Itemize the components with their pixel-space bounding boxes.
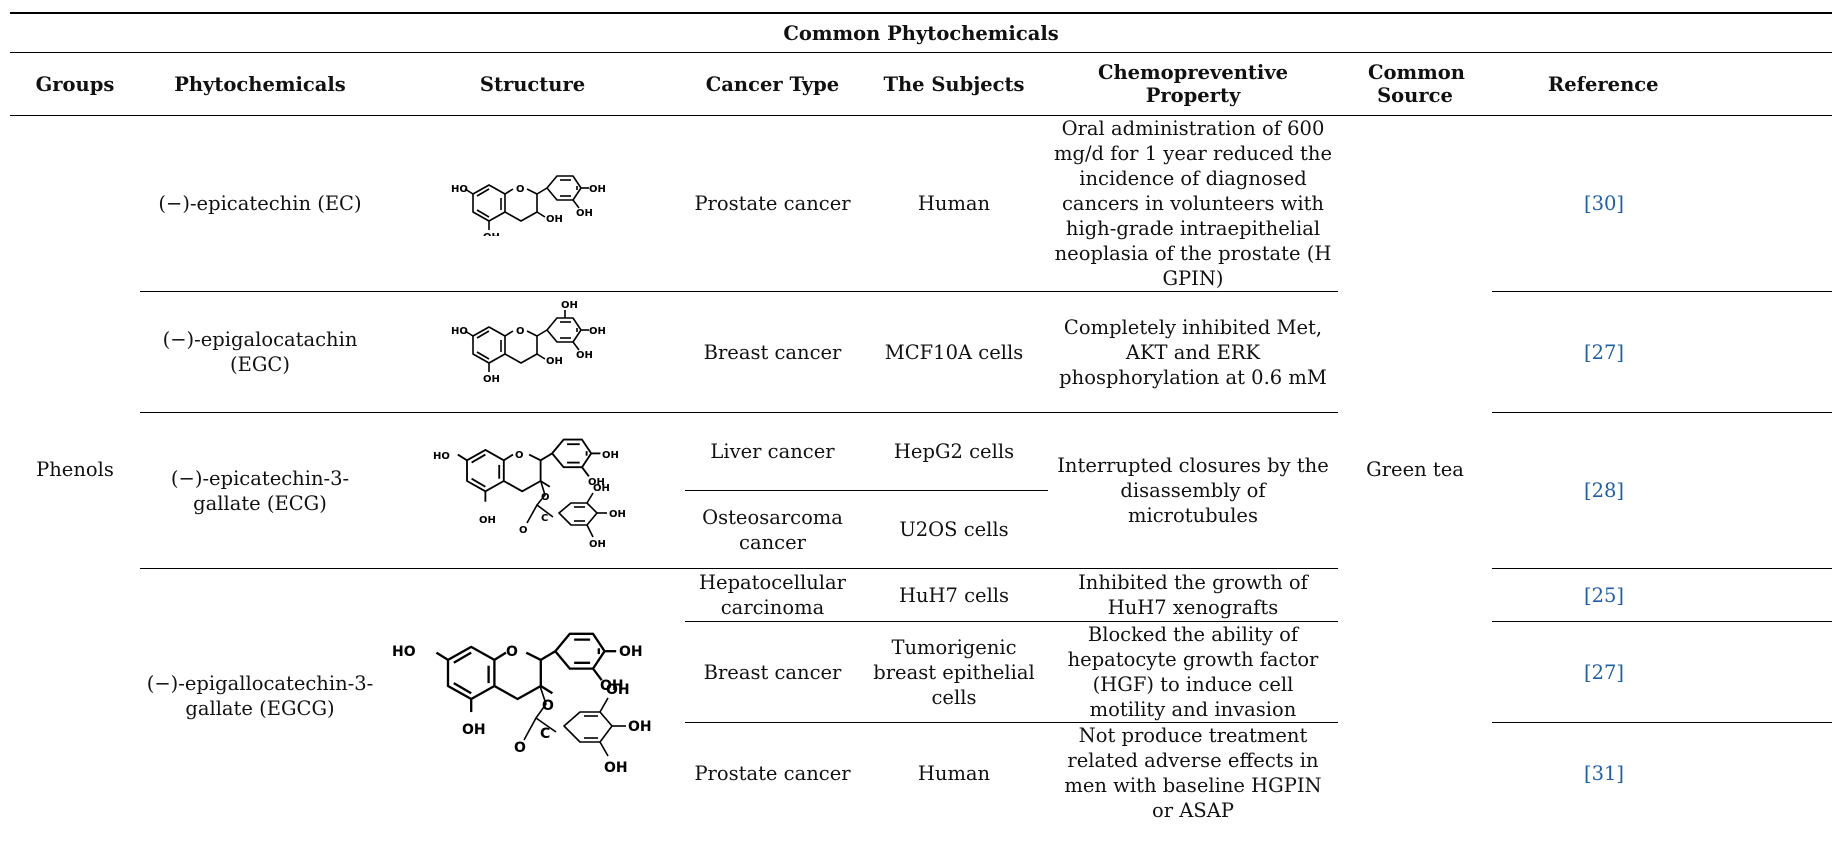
structure-egcg: HO OH OH OH O O O C <box>380 568 685 823</box>
svg-text:OH: OH <box>589 184 606 195</box>
subjects: Tumorigenic breast epithelial cells <box>860 621 1048 723</box>
header-source: Common Source <box>1338 52 1492 116</box>
reference-link[interactable]: [30] <box>1584 192 1625 215</box>
epicatechin-structure-icon: HO OH OH OH O OH <box>451 174 606 236</box>
cancer-type: Prostate cancer <box>694 192 851 215</box>
svg-text:OH: OH <box>604 760 628 776</box>
svg-text:OH: OH <box>479 515 496 526</box>
svg-text:O: O <box>542 698 554 714</box>
cancer-type: Breast cancer <box>685 291 860 413</box>
header-property: Chemopreventive Property <box>1048 52 1338 116</box>
reference-link[interactable]: [28] <box>1492 412 1832 569</box>
phytochemical-name: (−)-epigalocatachin (EGC) <box>140 291 380 413</box>
svg-text:OH: OH <box>593 483 610 494</box>
table-row: Phenols (−)-epicatechin (EC) HO OH OH OH… <box>10 116 1832 481</box>
svg-text:HO: HO <box>392 644 416 660</box>
svg-text:OH: OH <box>576 208 593 219</box>
svg-text:OH: OH <box>609 509 626 520</box>
table-row: Breast cancer Tumorigenic breast epithel… <box>10 621 1832 723</box>
svg-text:O: O <box>516 184 525 195</box>
reference-link[interactable]: [27] <box>1492 291 1832 413</box>
svg-text:O: O <box>516 326 525 337</box>
svg-text:OH: OH <box>483 374 500 385</box>
table-row: (−)-epigallocatechin-3-gallate (EGCG) HO… <box>10 568 1832 823</box>
svg-text:OH: OH <box>546 356 563 367</box>
cancer-type: Osteosarcoma cancer <box>685 490 860 569</box>
svg-text:OH: OH <box>628 719 652 735</box>
svg-text:OH: OH <box>588 477 605 488</box>
phytochemical-name: (−)-epigallocatechin-3-gallate (EGCG) <box>140 568 380 823</box>
svg-text:C: C <box>540 726 550 742</box>
chemopreventive-property: Inhibited the growth of HuH7 xenografts <box>1048 568 1338 622</box>
cancer-type: Prostate cancer <box>685 722 860 823</box>
header-subjects: The Subjects <box>860 52 1048 116</box>
svg-text:OH: OH <box>462 722 486 738</box>
structure-ecg: HO OH OH OH O O O C <box>380 412 685 569</box>
structure-ec: HO OH OH OH O OH <box>380 116 685 292</box>
svg-text:HO: HO <box>451 184 468 195</box>
svg-text:O: O <box>515 450 524 461</box>
svg-text:OH: OH <box>602 450 619 461</box>
epigalocatachin-structure-icon: OH HO OH OH OH O OH <box>451 300 606 385</box>
svg-text:OH: OH <box>600 678 624 694</box>
svg-text:O: O <box>519 525 528 536</box>
reference-link[interactable]: [31] <box>1492 722 1832 823</box>
subjects: HuH7 cells <box>860 568 1048 622</box>
table-row: Osteosarcoma cancer U2OS cells <box>10 490 1832 569</box>
subjects: MCF10A cells <box>860 291 1048 413</box>
subjects: HepG2 cells <box>860 412 1048 491</box>
reference-link[interactable]: [25] <box>1492 568 1832 622</box>
svg-text:OH: OH <box>589 326 606 337</box>
table-caption: Common Phytochemicals <box>10 12 1832 53</box>
svg-text:OH: OH <box>546 214 563 225</box>
svg-text:C: C <box>541 513 548 524</box>
svg-text:O: O <box>541 492 550 503</box>
phytochemical-name: (−)-epicatechin-3-gallate (ECG) <box>140 412 380 569</box>
chemopreventive-property: Oral administration of 600 mg/d for 1 ye… <box>1054 117 1332 290</box>
chemopreventive-property: Not produce treatment related adverse ef… <box>1048 722 1338 823</box>
header-cancer-type: Cancer Type <box>685 52 860 116</box>
svg-text:O: O <box>514 740 526 756</box>
svg-text:OH: OH <box>589 539 606 550</box>
svg-text:O: O <box>506 644 518 660</box>
chemopreventive-property: Blocked the ability of hepatocyte growth… <box>1048 621 1338 723</box>
epicatechin-gallate-structure-icon: HO OH OH OH O O O C <box>433 438 626 550</box>
svg-text:OH: OH <box>561 300 578 311</box>
svg-text:OH: OH <box>576 350 593 361</box>
structure-egc: OH HO OH OH OH O OH <box>380 291 685 413</box>
cancer-type: Liver cancer <box>685 412 860 491</box>
header-groups: Groups <box>10 52 140 116</box>
source-cell: Green tea <box>1366 458 1464 481</box>
table-row: Prostate cancer Human Not produce treatm… <box>10 722 1832 823</box>
subjects: Human <box>860 722 1048 823</box>
chemopreventive-property: Interrupted closures by the disassembly … <box>1048 412 1338 569</box>
phytochemical-name: (−)-epicatechin (EC) <box>158 192 362 215</box>
header-reference: Reference <box>1492 52 1832 116</box>
chemopreventive-property: Completely inhibited Met, AKT and ERK ph… <box>1048 291 1338 413</box>
cancer-type: Hepatocellular carcinoma <box>685 568 860 622</box>
reference-link[interactable]: [27] <box>1492 621 1832 723</box>
table-row: (−)-epigalocatachin (EGC) OH HO OH OH OH… <box>10 291 1832 413</box>
cancer-type: Breast cancer <box>685 621 860 723</box>
svg-text:HO: HO <box>451 326 468 337</box>
group-cell: Phenols <box>36 458 114 481</box>
svg-text:OH: OH <box>606 682 630 698</box>
svg-text:OH: OH <box>619 644 643 660</box>
header-phytochemicals: Phytochemicals <box>140 52 380 116</box>
header-row: Groups Phytochemicals Structure Cancer T… <box>10 52 1832 116</box>
svg-text:OH: OH <box>483 232 500 236</box>
epigallocatechin-gallate-structure-icon: HO OH OH OH O O O C <box>392 632 652 776</box>
svg-text:HO: HO <box>433 451 450 462</box>
header-structure: Structure <box>380 52 685 116</box>
table-row: (−)-epicatechin-3-gallate (ECG) HO OH OH… <box>10 412 1832 569</box>
subjects: U2OS cells <box>860 490 1048 569</box>
phytochemicals-table: Common Phytochemicals Groups Phytochemic… <box>10 12 1832 823</box>
subjects: Human <box>917 192 991 215</box>
